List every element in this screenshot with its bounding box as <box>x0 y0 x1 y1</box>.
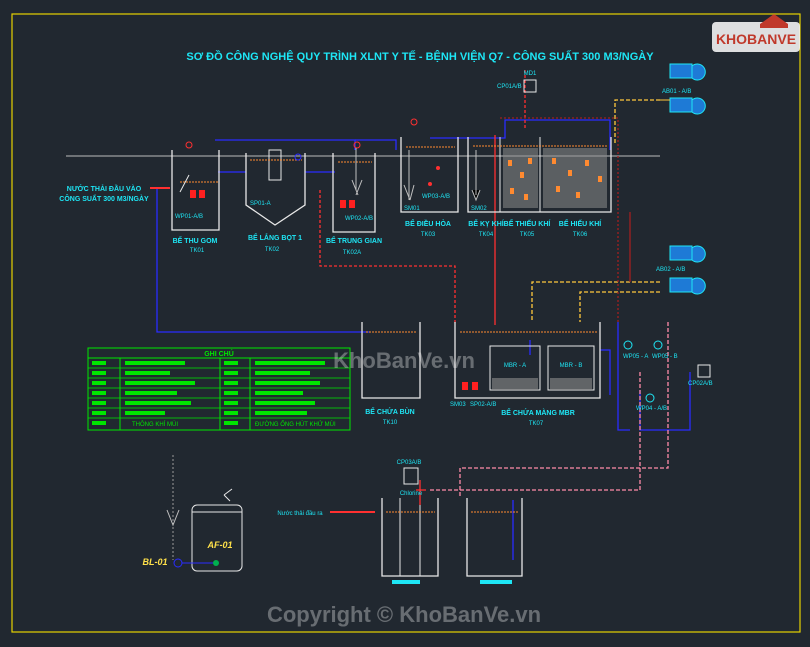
ab01-label: AB01 - A/B <box>662 89 691 95</box>
air-line-yellow-1 <box>614 99 660 145</box>
logo-badge-text: KHOBANVE <box>716 31 796 47</box>
flow-line-blue-1 <box>156 187 370 333</box>
tk02-name: BỂ LẮNG BỌT 1 <box>248 233 302 242</box>
tank-tk07: MBR - A MBR - B SM03 SP02-A/B BỂ CHỨA MÀ… <box>450 322 601 427</box>
tk05-name: BỂ THIẾU KHÍ <box>504 218 552 228</box>
ab02-label: AB02 - A/B <box>656 267 685 273</box>
blower-icon <box>669 245 706 263</box>
inlet-label-line2: CÔNG SUẤT 300 M3/NGÀY <box>59 193 149 203</box>
legend-row-a: THÔNG KHÍ MÙI <box>132 421 178 428</box>
tk05-code: TK05 <box>520 232 535 238</box>
mbr-b-label: MBR - B <box>560 363 583 369</box>
tk02-code: TK02 <box>265 247 280 253</box>
chlorine-label: Chlorine <box>400 491 423 497</box>
tk07-code: TK07 <box>529 421 544 427</box>
tk01-pump-label: WP01-A/B <box>175 214 203 220</box>
aerobic-media <box>543 148 607 208</box>
flow-line-red-2 <box>319 190 456 325</box>
tk02-pump-label: SP01-A <box>250 201 271 207</box>
air-line-yellow-2 <box>531 281 660 322</box>
flow-line-blue-7 <box>529 322 630 431</box>
tk02a-name: BỂ TRUNG GIAN <box>326 236 382 245</box>
tk04-sm-label: SM02 <box>471 206 487 212</box>
dosing-cp01: MD1 CP01A/B <box>497 71 537 93</box>
tk03-code: TK03 <box>421 232 436 238</box>
tk01-code: TK01 <box>190 248 205 254</box>
tank-tk04-06: SM02 BỂ KỴ KHÍ TK04 BỂ THIẾU KHÍ TK05 BỂ… <box>467 137 612 238</box>
wp05a-label: WP05 - A <box>623 354 648 360</box>
vent-line-1 <box>500 117 619 322</box>
watermark-copyright: Copyright © KhoBanVe.vn <box>267 602 541 627</box>
tk07-name: BỂ CHỨA MÀNG MBR <box>501 408 575 417</box>
drawing-frame <box>11 13 801 633</box>
tk01-name: BỂ THU GOM <box>173 236 218 245</box>
tk03-sm-label: SM01 <box>404 206 420 212</box>
outlet-label: Nước thải đầu ra <box>277 511 323 517</box>
tank-tk03: SM01 WP03-A/B BỂ ĐIỀU HÒA TK03 <box>400 118 459 238</box>
wp04-label: WP04 - A/B <box>636 406 667 412</box>
tk06-name: BỂ HIẾU KHÍ <box>559 218 602 228</box>
logo-badge: KHOBANVE <box>712 14 800 52</box>
pump-wp05: WP05 - A WP05 - B <box>623 340 678 360</box>
tk07-pump-label: SP02-A/B <box>470 402 496 408</box>
flow-line-pink-1 <box>459 322 669 498</box>
tk10-code: TK10 <box>383 420 398 426</box>
tk06-code: TK06 <box>573 232 588 238</box>
blower-icon <box>669 63 706 81</box>
af01-label: AF-01 <box>206 540 232 550</box>
legend-row-b: ĐƯỜNG ỐNG HÚT KHỬ MÙI <box>255 421 336 428</box>
blower-icon <box>669 97 706 115</box>
wp05b-label: WP05 - B <box>652 354 678 360</box>
tk02a-pump-label: WP02-A/B <box>345 216 373 222</box>
flow-line-pink-2 <box>430 372 641 491</box>
tank-tk02a: WP02-A/B BỂ TRUNG GIAN TK02A <box>326 141 382 256</box>
blower-group-ab01: AB01 - A/B <box>660 63 706 115</box>
tank-contact <box>381 498 439 584</box>
tk03-name: BỂ ĐIỀU HÒA <box>405 218 451 228</box>
tank-tk10: BỂ CHỨA BÙN TK10 <box>361 322 421 426</box>
deodor-unit: AF-01 BL-01 <box>142 455 243 572</box>
tank-tk02: SP01-A BỂ LẮNG BỌT 1 TK02 <box>245 149 306 253</box>
tk04-name: BỂ KỴ KHÍ <box>468 219 504 228</box>
blower-group-ab02: AB02 - A/B <box>656 245 706 295</box>
house-icon <box>760 14 788 28</box>
mbr-a-label: MBR - A <box>504 363 526 369</box>
tk10-name: BỂ CHỨA BÙN <box>365 407 415 416</box>
cp01-label: CP01A/B <box>497 84 522 90</box>
tank-clean-water <box>466 498 523 584</box>
flow-line-blue-5 <box>355 139 397 150</box>
dosing-cp03: CP03A/B Chlorine <box>397 460 423 497</box>
tk03-pump-label: WP03-A/B <box>422 194 450 200</box>
flow-line-blue-10 <box>600 349 611 395</box>
legend-table: GHI CHÚ THÔNG KHÍ MÙI ĐƯỜNG ỐNG HÚT KHỬ … <box>87 347 351 431</box>
watermark-center: KhoBanVe.vn <box>333 348 475 373</box>
tk04-code: TK04 <box>479 232 494 238</box>
blower-icon <box>669 277 706 295</box>
flow-line-blue-4 <box>215 139 356 150</box>
flow-line-red-5 <box>416 480 426 505</box>
flow-line-blue-6 <box>430 119 611 150</box>
pump-wp04: WP04 - A/B <box>636 393 667 412</box>
air-line-yellow-3 <box>579 291 660 322</box>
cp03-label: CP03A/B <box>397 460 422 466</box>
diagram-title: SƠ ĐỒ CÔNG NGHỆ QUY TRÌNH XLNT Y TẾ - BỆ… <box>186 50 654 63</box>
legend-title: GHI CHÚ <box>204 349 234 358</box>
tk02a-code: TK02A <box>343 250 361 256</box>
inlet-label-line1: NƯỚC THẢI ĐẦU VÀO <box>67 183 142 193</box>
md1-label: MD1 <box>524 71 537 77</box>
tk07-sm-label: SM03 <box>450 402 466 408</box>
cp02-label: CP02A/B <box>688 381 713 387</box>
dosing-cp02: CP02A/B <box>688 364 713 387</box>
bl01-label: BL-01 <box>142 557 167 567</box>
tank-tk01: WP01-A/B BỂ THU GOM TK01 <box>171 141 220 254</box>
